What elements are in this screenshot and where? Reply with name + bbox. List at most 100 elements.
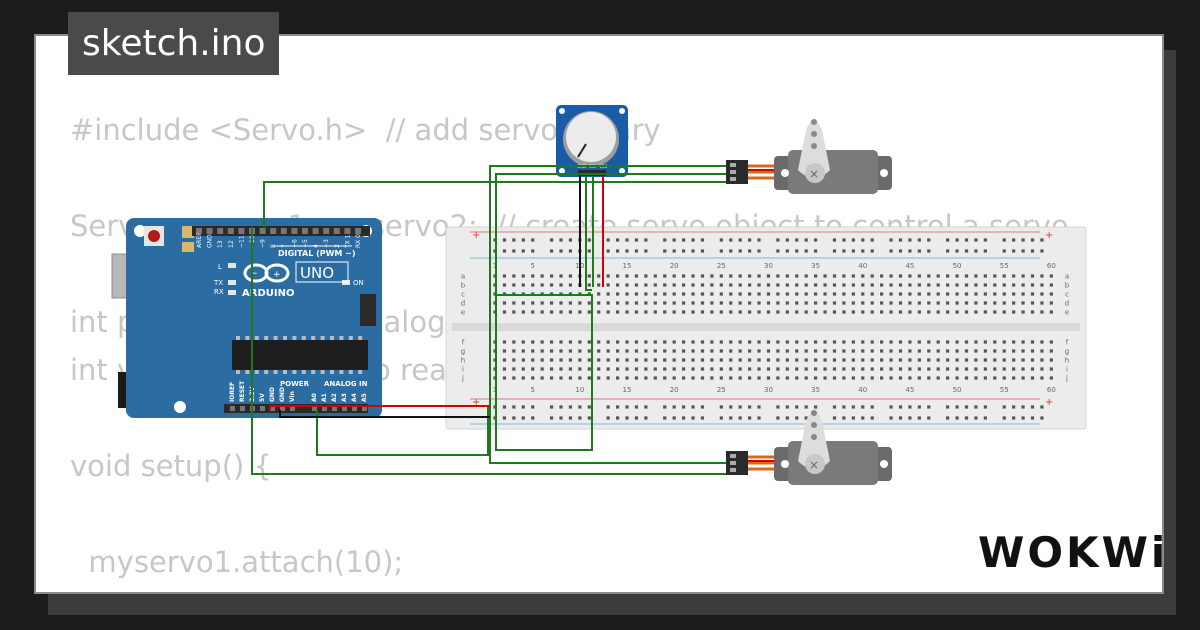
breadboard-hole[interactable] (1002, 340, 1006, 344)
breadboard-hole[interactable] (974, 238, 978, 242)
breadboard-hole[interactable] (880, 301, 884, 305)
breadboard-hole[interactable] (964, 310, 969, 314)
breadboard-hole[interactable] (964, 283, 969, 287)
breadboard-hole[interactable] (927, 340, 931, 344)
breadboard-hole[interactable] (993, 283, 997, 287)
breadboard-hole[interactable] (955, 405, 959, 409)
breadboard-hole[interactable] (1021, 358, 1025, 362)
breadboard-hole[interactable] (1049, 283, 1053, 287)
breadboard-hole[interactable] (597, 376, 601, 380)
breadboard-hole[interactable] (512, 405, 516, 409)
arduino-pin[interactable] (217, 228, 224, 234)
breadboard-hole[interactable] (917, 310, 921, 314)
breadboard-hole[interactable] (861, 349, 865, 353)
breadboard-hole[interactable] (898, 310, 903, 314)
breadboard-hole[interactable] (955, 349, 959, 353)
breadboard-hole[interactable] (983, 376, 987, 380)
breadboard-hole[interactable] (606, 358, 610, 362)
breadboard-hole[interactable] (974, 340, 978, 344)
breadboard-hole[interactable] (512, 416, 516, 420)
breadboard-hole[interactable] (719, 274, 723, 278)
breadboard-hole[interactable] (719, 405, 723, 409)
breadboard-hole[interactable] (738, 292, 742, 296)
breadboard-hole[interactable] (889, 376, 893, 380)
breadboard-hole[interactable] (927, 349, 931, 353)
breadboard-hole[interactable] (663, 274, 667, 278)
breadboard-hole[interactable] (955, 340, 959, 344)
breadboard-hole[interactable] (738, 367, 742, 371)
breadboard-hole[interactable] (776, 367, 780, 371)
breadboard-hole[interactable] (785, 416, 789, 420)
breadboard-hole[interactable] (625, 416, 629, 420)
breadboard-hole[interactable] (748, 238, 752, 242)
breadboard-hole[interactable] (776, 376, 780, 380)
breadboard-hole[interactable] (710, 367, 714, 371)
breadboard-hole[interactable] (691, 358, 695, 362)
breadboard-hole[interactable] (823, 376, 827, 380)
breadboard-hole[interactable] (568, 301, 573, 305)
breadboard-hole[interactable] (663, 292, 667, 296)
breadboard-hole[interactable] (757, 416, 761, 420)
breadboard-hole[interactable] (861, 416, 865, 420)
breadboard-hole[interactable] (832, 310, 837, 314)
breadboard-hole[interactable] (521, 405, 525, 409)
breadboard-hole[interactable] (748, 358, 752, 362)
breadboard-hole[interactable] (521, 249, 525, 253)
breadboard-hole[interactable] (644, 367, 648, 371)
breadboard-hole[interactable] (1040, 274, 1044, 278)
breadboard-hole[interactable] (766, 283, 771, 287)
breadboard-hole[interactable] (748, 301, 752, 305)
breadboard-hole[interactable] (795, 283, 799, 287)
breadboard-hole[interactable] (851, 416, 855, 420)
breadboard-hole[interactable] (691, 301, 695, 305)
breadboard-hole[interactable] (710, 376, 714, 380)
breadboard-hole[interactable] (634, 416, 639, 420)
file-tab[interactable]: sketch.ino (68, 12, 280, 75)
breadboard-hole[interactable] (587, 367, 591, 371)
breadboard-hole[interactable] (861, 283, 865, 287)
breadboard-hole[interactable] (936, 340, 940, 344)
breadboard-hole[interactable] (936, 367, 940, 371)
arduino-pin[interactable] (344, 228, 351, 234)
breadboard-hole[interactable] (861, 405, 865, 409)
breadboard-hole[interactable] (880, 340, 884, 344)
breadboard-hole[interactable] (1030, 367, 1035, 371)
breadboard-hole[interactable] (766, 292, 771, 296)
breadboard-hole[interactable] (936, 274, 940, 278)
breadboard-hole[interactable] (1012, 292, 1016, 296)
breadboard-hole[interactable] (1030, 416, 1035, 420)
breadboard-hole[interactable] (1049, 376, 1053, 380)
breadboard-hole[interactable] (625, 340, 629, 344)
breadboard-hole[interactable] (851, 349, 855, 353)
breadboard-hole[interactable] (917, 274, 921, 278)
breadboard-hole[interactable] (625, 405, 629, 409)
breadboard-hole[interactable] (663, 249, 667, 253)
breadboard-hole[interactable] (1021, 405, 1025, 409)
breadboard-hole[interactable] (814, 292, 818, 296)
breadboard-hole[interactable] (531, 238, 535, 242)
breadboard-hole[interactable] (653, 274, 657, 278)
breadboard-hole[interactable] (917, 249, 921, 253)
breadboard-hole[interactable] (559, 376, 563, 380)
breadboard-hole[interactable] (832, 349, 837, 353)
breadboard-hole[interactable] (1021, 340, 1025, 344)
breadboard-hole[interactable] (1002, 367, 1006, 371)
breadboard-hole[interactable] (615, 249, 620, 253)
breadboard-hole[interactable] (851, 310, 855, 314)
breadboard-hole[interactable] (974, 367, 978, 371)
breadboard-hole[interactable] (738, 349, 742, 353)
breadboard-hole[interactable] (682, 301, 686, 305)
breadboard-hole[interactable] (804, 358, 808, 362)
breadboard-hole[interactable] (889, 238, 893, 242)
breadboard-hole[interactable] (710, 283, 714, 287)
breadboard-hole[interactable] (861, 340, 865, 344)
breadboard-hole[interactable] (814, 349, 818, 353)
breadboard-hole[interactable] (842, 310, 846, 314)
breadboard-hole[interactable] (559, 238, 563, 242)
breadboard-hole[interactable] (502, 283, 507, 287)
breadboard-hole[interactable] (521, 340, 525, 344)
breadboard-hole[interactable] (625, 358, 629, 362)
breadboard-hole[interactable] (549, 238, 554, 242)
breadboard-hole[interactable] (587, 310, 591, 314)
breadboard-hole[interactable] (521, 358, 525, 362)
